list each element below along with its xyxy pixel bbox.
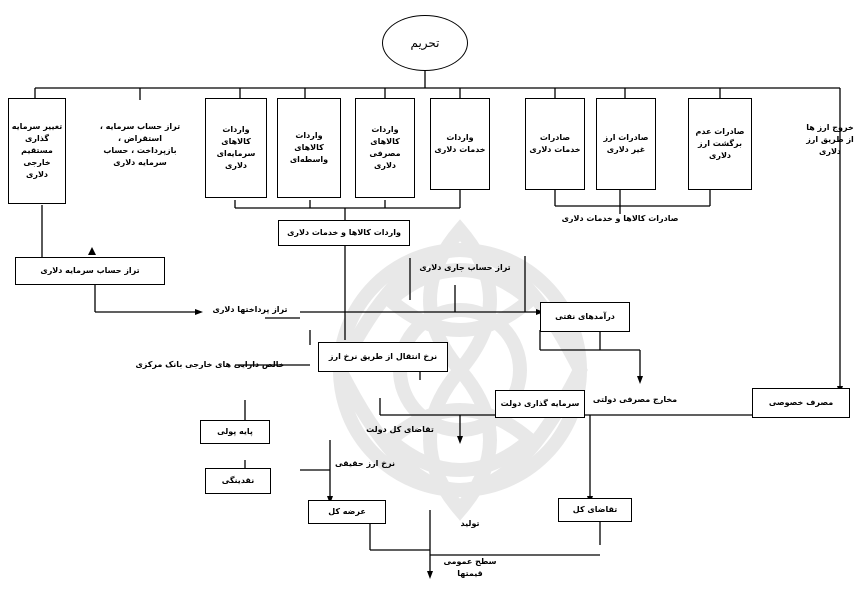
node-monetary-base: پایه پولی: [200, 420, 270, 444]
node-import-goods-nondollar: واردات کالاهای مصرفی دلاری: [355, 98, 415, 198]
node-import-services: واردات خدمات دلاری: [430, 98, 490, 190]
node-imports-total-label: مخارج مصرفی دولتی: [592, 395, 678, 404]
node-export-nontransfer: صادرات عدم برگشت ارز دلاری: [688, 98, 752, 190]
node-current-balance-label: تراز حساب جاری دلاری: [419, 263, 511, 272]
node-right-export: خروج ارز ها از طریق ارز دلاری: [806, 123, 854, 156]
node-capital-account-text: تراز حساب سرمایه ، استقراض ، بازپرداخت ،…: [99, 122, 181, 167]
node-gov-demand-label: تقاضای کل دولت: [366, 425, 434, 434]
node-export-services: صادرات خدمات دلاری: [525, 98, 585, 190]
node-inflation-label: تولید: [460, 519, 480, 528]
node-exchange-rate: نرخ انتقال از طریق نرخ ارز: [318, 342, 448, 372]
node-reserves-label: خالص دارایی های خارجی بانک مرکزی: [135, 360, 285, 369]
node-liquidity: نقدینگی: [205, 468, 271, 494]
node-import-capital: واردات کالاهای سرمایه‌ای دلاری: [205, 98, 267, 198]
node-export-goods-label: صادرات کالاها و خدمات دلاری: [561, 214, 679, 223]
node-left-reserve: تغییر سرمایه گذاری مستقیم خارجی دلاری: [8, 98, 66, 204]
root-node-sanctions: تحریم: [382, 15, 468, 71]
node-export-noncurrency: صادرات ارز غیر دلاری: [596, 98, 656, 190]
node-deficit: درآمدهای نفتی: [540, 302, 630, 332]
node-total-demand: عرضه کل: [308, 500, 386, 524]
node-unemployment-label: سطح عمومی قیمتها: [443, 557, 497, 578]
node-import-raw: واردات کالاهای واسطه‌ای: [277, 98, 341, 198]
node-payments-balance-label: تراز پرداختها دلاری: [212, 305, 288, 314]
node-gov-investment: سرمایه گذاری دولت: [495, 390, 585, 418]
node-private: مصرف خصوصی: [752, 388, 850, 418]
node-aggregate: تقاضای کل: [558, 498, 632, 522]
node-capital-balance: تراز حساب سرمایه دلاری: [15, 257, 165, 285]
node-real-gdp-label: نرخ ارز حقیقی: [335, 459, 395, 468]
node-import-goods-services: واردات کالاها و خدمات دلاری: [278, 220, 410, 246]
